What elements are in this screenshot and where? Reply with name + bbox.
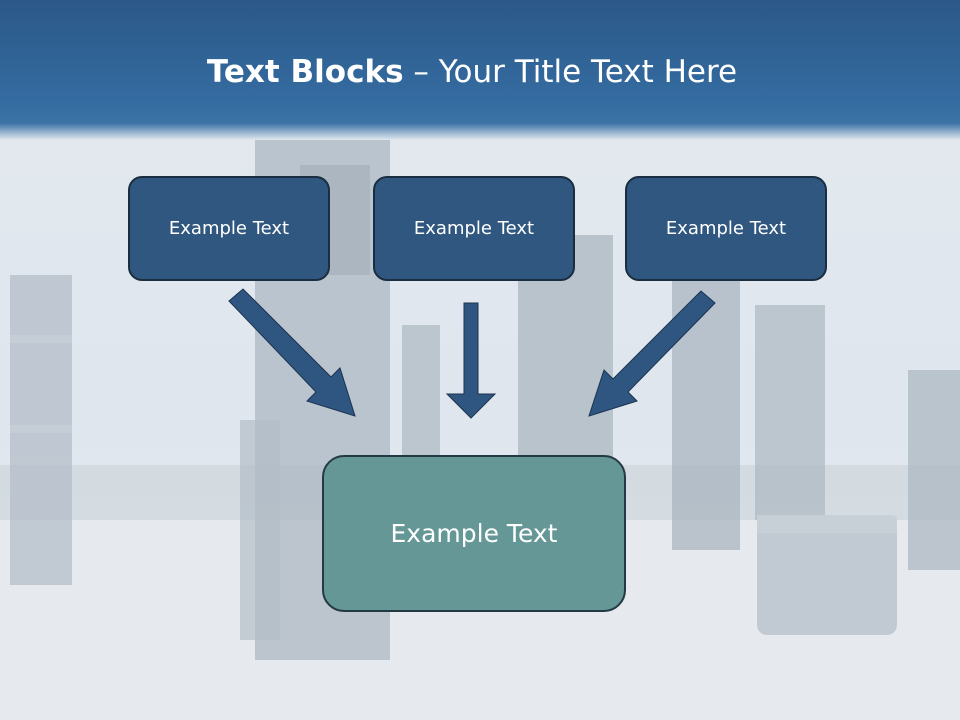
arrow-left-diagonal <box>228 288 356 417</box>
slide-title: Text Blocks – Your Title Text Here <box>0 54 944 90</box>
title-bold-part: Text Blocks <box>206 54 404 90</box>
text-block-left[interactable]: Example Text <box>128 176 330 281</box>
text-block-center[interactable]: Example Text <box>373 176 575 281</box>
title-bar <box>0 0 960 140</box>
title-rest: Your Title Text Here <box>438 54 738 90</box>
arrow-right-diagonal <box>588 290 716 417</box>
title-separator: – <box>403 54 439 90</box>
text-block-right[interactable]: Example Text <box>625 176 827 281</box>
text-block-main[interactable]: Example Text <box>322 455 626 612</box>
arrow-down <box>445 302 497 419</box>
